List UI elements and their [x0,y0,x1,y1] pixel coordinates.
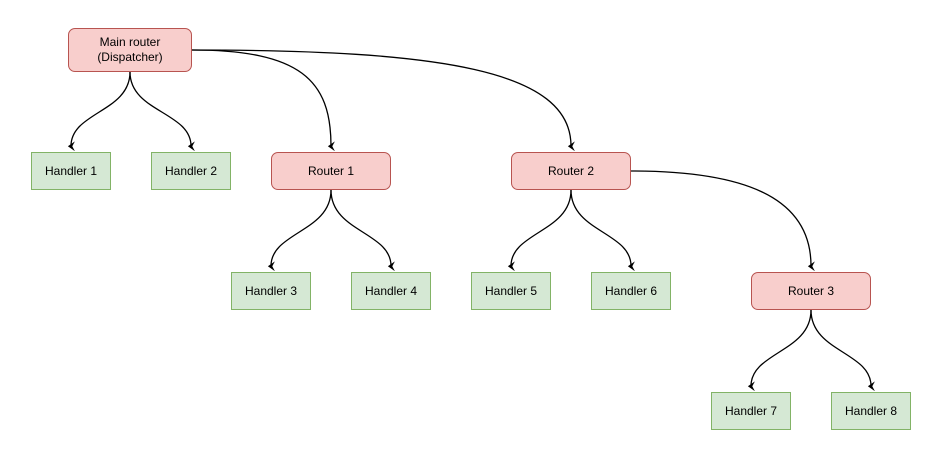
node-handler-3[interactable]: Handler 3 [231,272,311,310]
edge-router2-router-3 [630,170,811,266]
node-handler-7[interactable]: Handler 7 [711,392,791,430]
node-handler-1[interactable]: Handler 1 [31,152,111,190]
node-label-handler-6: Handler 6 [604,283,658,298]
node-router-3[interactable]: Router 3 [751,272,871,310]
node-router-1[interactable]: Router 1 [271,152,391,190]
node-handler-6[interactable]: Handler 6 [591,272,671,310]
node-handler-5[interactable]: Handler 5 [471,272,551,310]
edges-group [71,49,871,386]
node-handler-8[interactable]: Handler 8 [831,392,911,430]
node-label-handler-3: Handler 3 [244,283,298,298]
node-handler-2[interactable]: Handler 2 [151,152,231,190]
node-label-handler-8: Handler 8 [844,403,898,418]
edge-router1-handler-3 [271,189,332,266]
node-label-router-3: Router 3 [787,283,835,298]
node-handler-4[interactable]: Handler 4 [351,272,431,310]
edge-main-router-1 [191,49,331,146]
node-label-router-1: Router 1 [307,163,355,178]
edge-main-handler-2 [129,71,191,146]
edge-router3-handler-7 [751,309,812,386]
node-label-main-router: Main router (Dispatcher) [97,35,163,64]
edge-main-handler-1 [71,71,131,146]
node-main-router[interactable]: Main router (Dispatcher) [68,28,192,72]
node-label-handler-5: Handler 5 [484,283,538,298]
node-label-handler-4: Handler 4 [364,283,418,298]
node-label-handler-1: Handler 1 [44,163,98,178]
node-label-handler-7: Handler 7 [724,403,778,418]
node-router-2[interactable]: Router 2 [511,152,631,190]
edge-router3-handler-8 [810,309,871,386]
edge-router2-handler-6 [570,189,631,266]
node-label-router-2: Router 2 [547,163,595,178]
edge-main-router-2 [191,49,571,146]
edge-router1-handler-4 [330,189,391,266]
edge-router2-handler-5 [511,189,572,266]
node-label-handler-2: Handler 2 [164,163,218,178]
